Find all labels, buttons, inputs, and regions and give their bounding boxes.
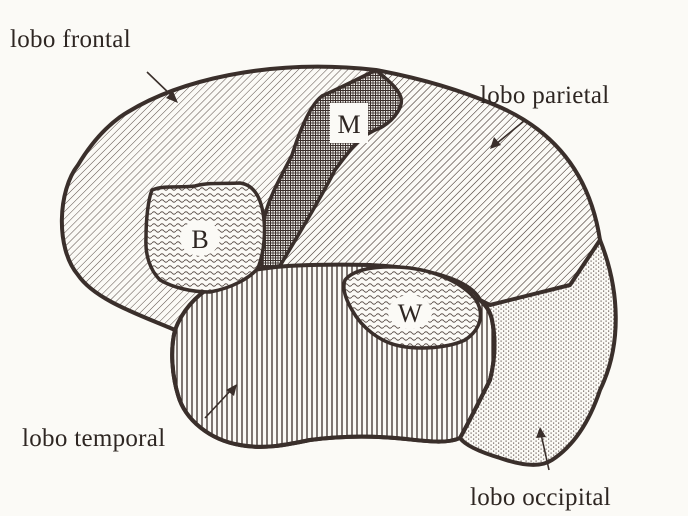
- frontal-lobe-label: lobo frontal: [10, 26, 131, 53]
- broca-area-letter: B: [191, 225, 208, 254]
- parietal-lobe-label: lobo parietal: [480, 82, 610, 109]
- occipital-lobe-label: lobo occipital: [470, 484, 611, 511]
- motor-area-letter: M: [337, 110, 360, 139]
- temporal-lobe-label: lobo temporal: [22, 425, 165, 452]
- wernicke-area-letter: W: [398, 299, 423, 328]
